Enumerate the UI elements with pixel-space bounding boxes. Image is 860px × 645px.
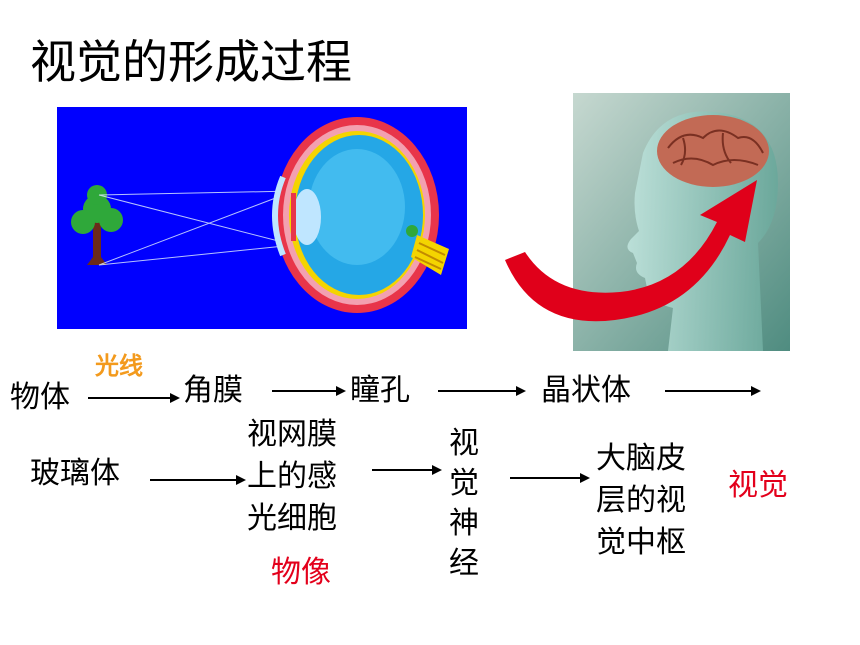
- cornea-label: 角膜: [183, 373, 243, 408]
- arrow-icon: [510, 473, 590, 483]
- arrow-icon: [88, 393, 180, 403]
- arrow-icon: [150, 475, 246, 485]
- arrow-icon: [372, 465, 442, 475]
- brain-graphic: [657, 115, 769, 187]
- tree-icon: [71, 185, 123, 265]
- arrow-icon: [665, 386, 761, 396]
- vision-result-label: 视觉: [728, 468, 788, 503]
- page-title: 视觉的形成过程: [30, 35, 352, 89]
- retina-label: 视网膜 上的感 光细胞: [247, 417, 337, 536]
- image-label: 物像: [271, 555, 331, 590]
- optic-nerve-label: 视觉神经: [449, 426, 479, 581]
- arrow-icon: [438, 386, 526, 396]
- vitreous-label: 玻璃体: [30, 456, 120, 491]
- pupil-label: 瞳孔: [350, 373, 410, 408]
- light-label: 光线: [95, 352, 143, 380]
- object-label: 物体: [10, 380, 70, 415]
- arrow-icon: [272, 386, 346, 396]
- optic-nerve-graphic: [406, 225, 449, 275]
- visual-cortex-label: 大脑皮 层的视 觉中枢: [596, 441, 686, 560]
- lens-label: 晶状体: [541, 373, 631, 408]
- eye-diagram: [57, 107, 467, 329]
- curved-arrow-icon: [505, 180, 757, 322]
